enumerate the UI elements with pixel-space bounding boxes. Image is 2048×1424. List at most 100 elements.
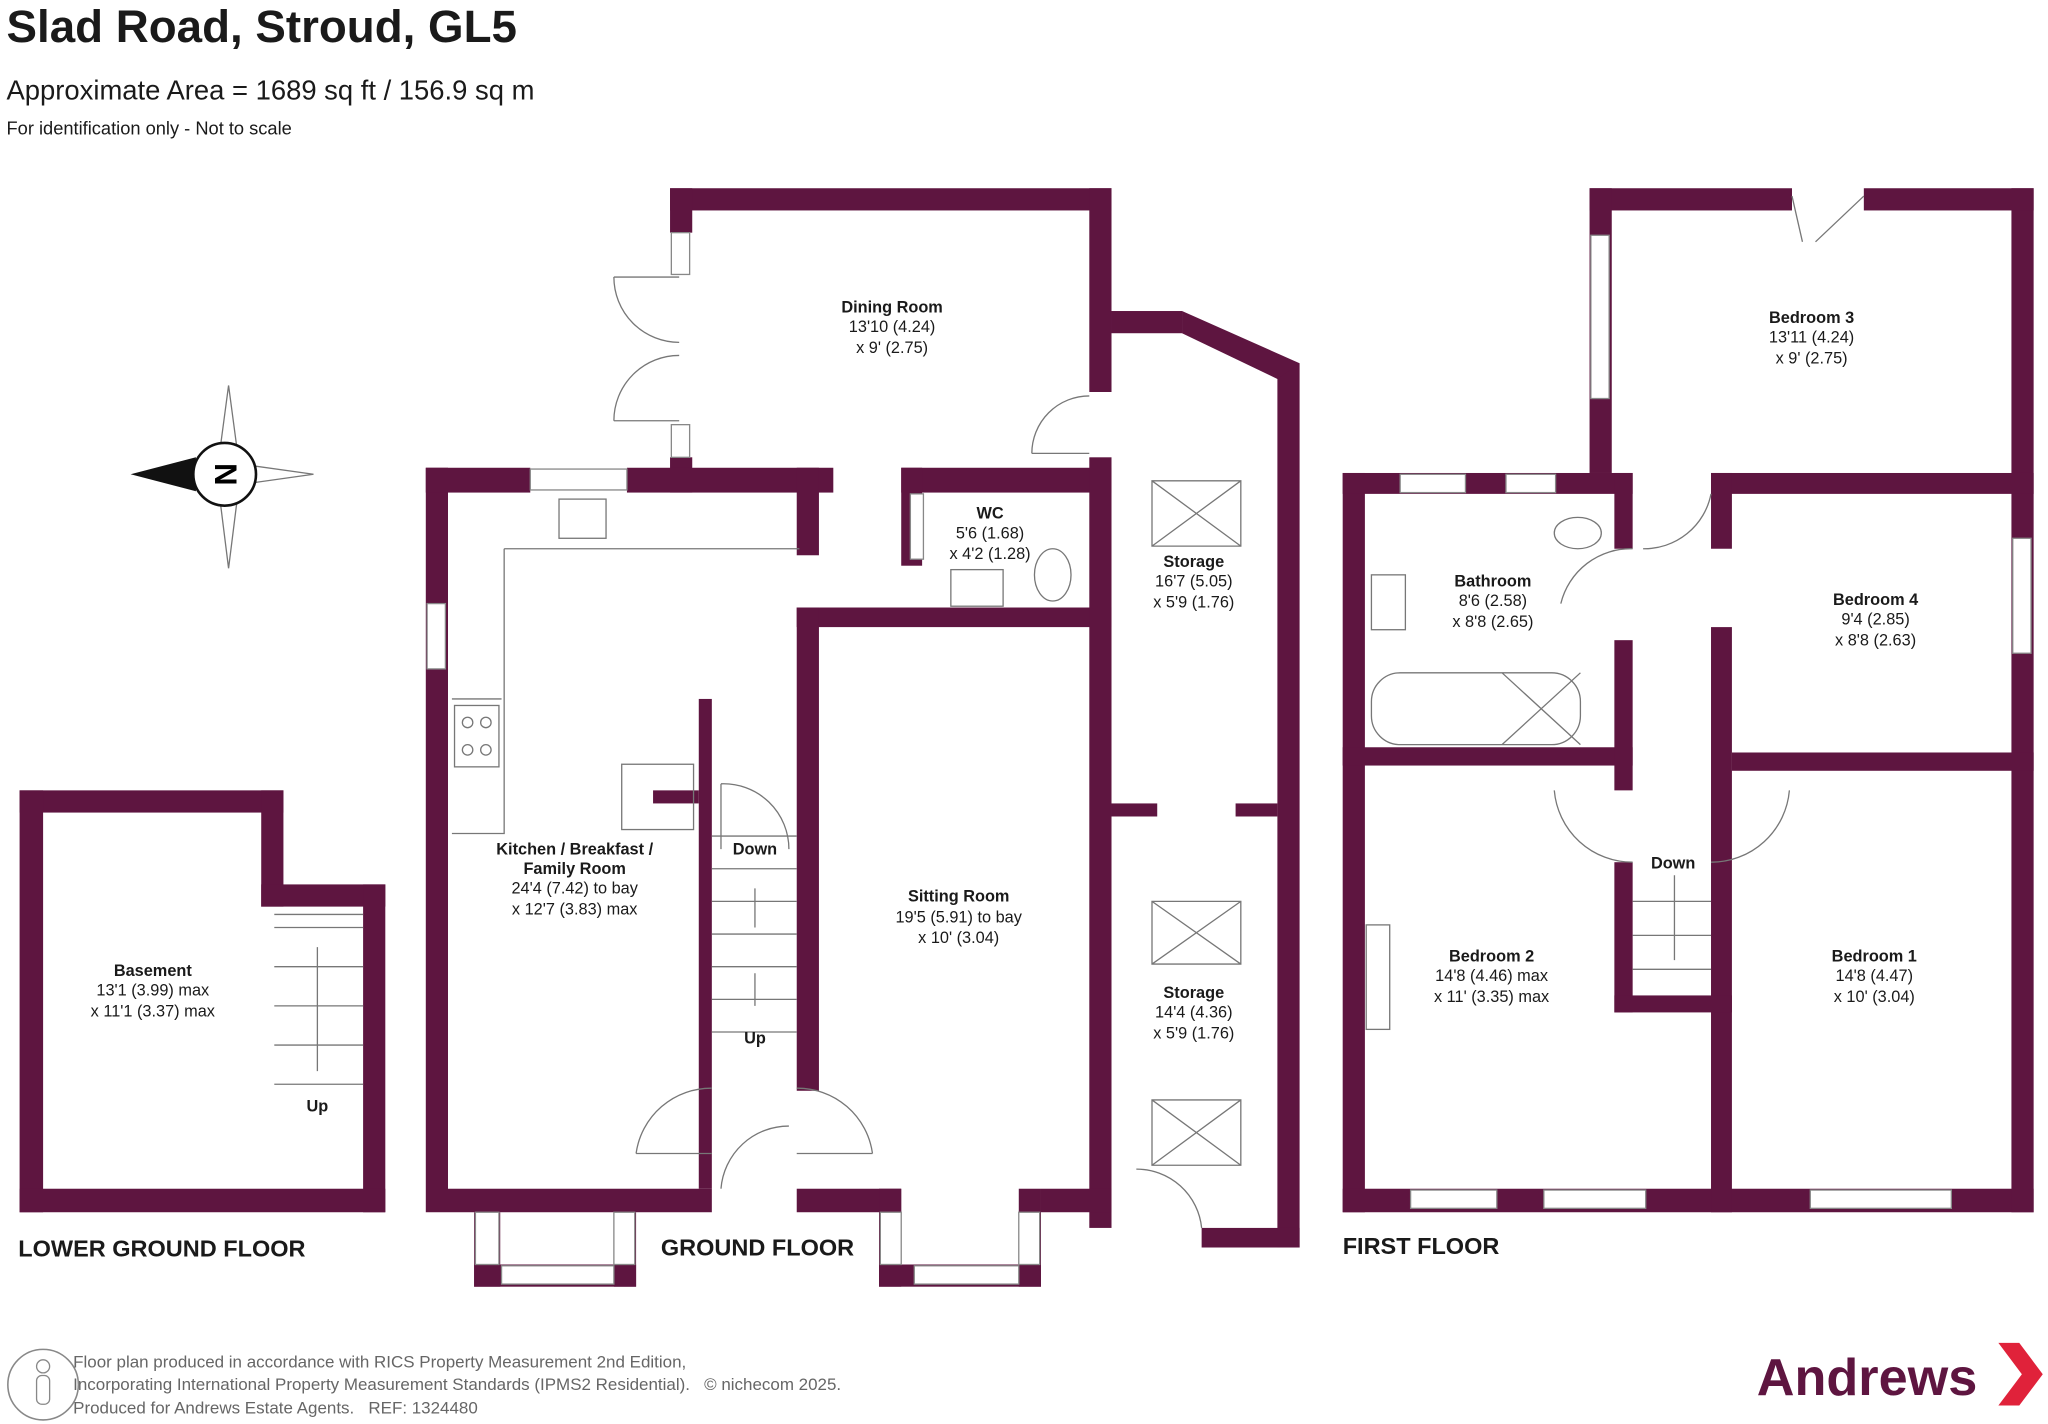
wall <box>698 698 712 1189</box>
room-name: Storage <box>1163 553 1224 571</box>
room-labels: Dining Room 13'10 (4.24) x 9' (2.75) WC … <box>91 298 1919 1115</box>
room-dimension: x 8'8 (2.63) <box>1835 631 1916 649</box>
person-icon <box>7 1348 80 1421</box>
wall <box>1277 363 1300 1248</box>
room-dimension: x 4'2 (1.28) <box>949 545 1030 563</box>
room-name: Bedroom 3 <box>1769 309 1854 327</box>
wall <box>653 790 699 804</box>
wall <box>448 1188 712 1213</box>
room-dimension: 16'7 (5.05) <box>1155 573 1232 591</box>
room-dimension: x 11' (3.35) max <box>1434 988 1549 1006</box>
windows <box>426 231 2032 1285</box>
footer-line-1: Floor plan produced in accordance with R… <box>73 1353 686 1372</box>
wall <box>1235 803 1278 817</box>
wall <box>19 790 44 1213</box>
room-dimension: x 5'9 (1.76) <box>1153 1025 1234 1043</box>
wall <box>19 1188 386 1213</box>
wall <box>261 790 284 907</box>
approximate-area: Approximate Area = 1689 sq ft / 156.9 sq… <box>7 74 535 105</box>
brand-logo: Andrews <box>1757 1349 1978 1407</box>
wall <box>1111 311 1183 334</box>
room-dimension: 14'8 (4.47) <box>1836 967 1913 985</box>
wall <box>1040 1188 1112 1213</box>
room-name: Family Room <box>523 860 625 878</box>
wall <box>1089 188 1112 392</box>
compass-icon: N <box>130 385 314 569</box>
wall <box>1711 472 2034 494</box>
wall <box>796 607 819 1091</box>
floor-label-lower-ground: LOWER GROUND FLOOR <box>18 1236 305 1262</box>
room-name: Storage <box>1163 984 1224 1002</box>
wall <box>796 1188 902 1213</box>
brand-chevron-icon <box>1998 1342 2043 1406</box>
property-title: Slad Road, Stroud, GL5 <box>7 1 517 52</box>
wall <box>1342 472 1365 1213</box>
floor-label-ground: GROUND FLOOR <box>661 1234 854 1260</box>
compass-north-label: N <box>208 463 243 486</box>
stairs-down-label: Down <box>1651 855 1695 873</box>
wall <box>901 467 1112 493</box>
room-name: Bedroom 2 <box>1449 947 1534 965</box>
wall <box>1182 311 1300 379</box>
room-dimension: 24'4 (7.42) to bay <box>511 880 638 898</box>
room-name: Basement <box>114 962 193 980</box>
room-name: Dining Room <box>841 298 942 316</box>
wall <box>425 467 531 493</box>
room-dimension: x 12'7 (3.83) max <box>512 900 638 918</box>
room-dimension: 13'11 (4.24) <box>1769 328 1854 346</box>
walls <box>19 188 2034 1287</box>
wall <box>1342 747 1633 766</box>
wall <box>1089 457 1112 1228</box>
footer-line-3: Produced for Andrews Estate Agents. REF:… <box>73 1398 478 1417</box>
wall <box>670 188 1112 211</box>
disclaimer: For identification only - Not to scale <box>7 118 292 139</box>
wall <box>1589 188 1792 211</box>
footer-line-2: Incorporating International Property Mea… <box>73 1375 841 1394</box>
wall <box>19 790 284 813</box>
room-dimension: 9'4 (2.85) <box>1841 610 1909 628</box>
wall <box>670 188 693 233</box>
room-dimension: 19'5 (5.91) to bay <box>895 908 1022 926</box>
room-name: Bedroom 4 <box>1833 591 1918 609</box>
wall <box>1614 472 1633 549</box>
stairs-down-label: Down <box>733 840 777 858</box>
room-dimension: x 11'1 (3.37) max <box>91 1002 215 1020</box>
room-dimension: 13'10 (4.24) <box>849 318 936 336</box>
room-dimension: x 10' (3.04) <box>918 929 999 947</box>
room-dimension: 14'8 (4.46) max <box>1435 967 1548 985</box>
wall <box>425 467 448 1213</box>
room-name: Sitting Room <box>908 887 1009 905</box>
room-dimension: x 5'9 (1.76) <box>1153 594 1234 612</box>
room-dimension: 14'4 (4.36) <box>1155 1004 1232 1022</box>
room-dimension: x 9' (2.75) <box>1776 349 1848 367</box>
fixtures <box>274 195 1865 1228</box>
wall <box>1614 862 1633 1013</box>
room-name: Kitchen / Breakfast / <box>496 840 653 858</box>
room-dimension: x 10' (3.04) <box>1834 988 1915 1006</box>
room-dimension: 8'6 (2.58) <box>1459 592 1527 610</box>
wall <box>1711 627 1732 1213</box>
wall <box>1614 995 1732 1013</box>
room-dimension: 5'6 (1.68) <box>956 524 1024 542</box>
wall <box>2011 188 2034 1213</box>
room-name: Bedroom 1 <box>1832 947 1917 965</box>
wall <box>796 467 819 556</box>
room-name: Bathroom <box>1454 573 1531 591</box>
wall <box>261 884 386 907</box>
wall <box>1614 640 1633 791</box>
floor-label-first: FIRST FLOOR <box>1343 1233 1500 1259</box>
wall <box>796 607 1112 628</box>
room-dimension: 13'1 (3.99) max <box>96 981 209 999</box>
wall <box>1201 1227 1300 1248</box>
room-dimension: x 8'8 (2.65) <box>1452 613 1533 631</box>
room-dimension: x 9' (2.75) <box>856 339 928 357</box>
wall <box>1863 188 2034 211</box>
stairs-up-label: Up <box>307 1098 329 1116</box>
wall <box>1711 472 1732 549</box>
wall <box>363 884 386 1213</box>
wall <box>1111 803 1158 817</box>
stairs-up-label: Up <box>744 1030 766 1048</box>
room-name: WC <box>976 505 1003 523</box>
wall <box>1731 752 2034 771</box>
